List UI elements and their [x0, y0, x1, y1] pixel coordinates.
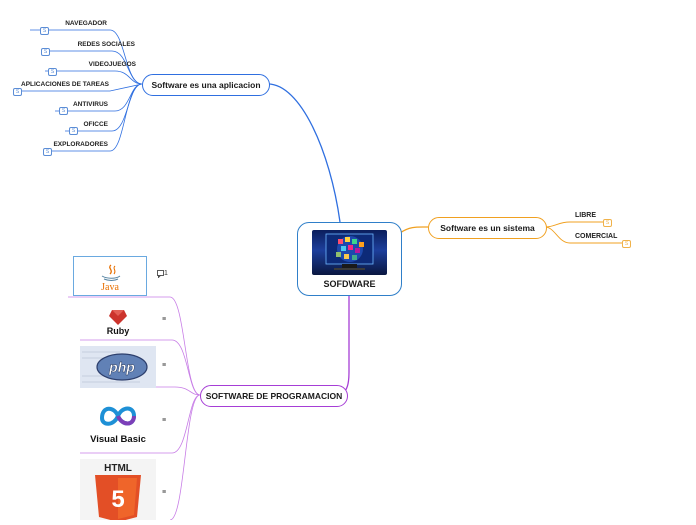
topic-sistema[interactable]: Software es un sistema — [428, 217, 547, 239]
leaf-videojuegos[interactable]: VIDEOJUEGOS — [89, 61, 136, 68]
leaf-label: LIBRE — [575, 212, 596, 219]
java-logo-box[interactable]: Java — [73, 256, 147, 296]
visual-basic-logo: Visual Basic — [90, 406, 146, 445]
badge-navegador[interactable]: S — [40, 27, 49, 35]
topic-programacion-label: SOFTWARE DE PROGRAMACION — [205, 391, 343, 401]
badge-antivirus[interactable]: S — [59, 107, 68, 115]
aplicacion-branches — [22, 29, 143, 152]
leaf-antivirus[interactable]: ANTIVIRUS — [73, 101, 108, 108]
leaf-label: OFICCE — [83, 121, 108, 128]
central-image — [312, 230, 387, 275]
ruby-logo-text: Ruby — [107, 326, 130, 336]
ruby-logo-box[interactable]: Ruby — [94, 308, 142, 336]
monitor-apps-illustration — [325, 233, 374, 270]
visual-basic-logo-text: Visual Basic — [90, 434, 146, 445]
leaf-label: APLICACIONES DE TAREAS — [21, 81, 109, 88]
topic-sistema-label: Software es un sistema — [440, 223, 535, 233]
badge-videojuegos[interactable]: S — [48, 68, 57, 76]
leaf-redes-sociales[interactable]: REDES SOCIALES — [78, 41, 135, 48]
notes-icon[interactable]: ≡ — [162, 489, 167, 496]
topic-aplicacion[interactable]: Software es una aplicacion — [142, 74, 270, 96]
badge-exploradores[interactable]: S — [43, 148, 52, 156]
comment-icon[interactable] — [157, 270, 165, 280]
html5-logo-number: 5 — [111, 486, 124, 513]
topic-programacion[interactable]: SOFTWARE DE PROGRAMACION — [200, 385, 348, 407]
php-logo-box[interactable]: php — [80, 346, 156, 388]
leaf-libre[interactable]: LIBRE — [575, 212, 596, 219]
leaf-comercial[interactable]: COMERCIAL — [575, 233, 617, 240]
link-central-sistema — [399, 226, 429, 234]
badge-libre[interactable]: S — [603, 219, 612, 227]
notes-icon[interactable]: ≡ — [162, 362, 167, 369]
leaf-label: EXPLORADORES — [53, 141, 108, 148]
topic-aplicacion-label: Software es una aplicacion — [151, 80, 261, 90]
central-topic[interactable]: SOFDWARE — [297, 222, 402, 296]
ruby-logo: Ruby — [107, 310, 130, 336]
leaf-label: ANTIVIRUS — [72, 101, 108, 108]
leaf-label: COMERCIAL — [575, 233, 618, 240]
html5-logo: HTML 5 — [95, 463, 141, 522]
leaf-oficce[interactable]: OFICCE — [83, 121, 108, 128]
notes-icon[interactable]: ≡ — [162, 316, 167, 323]
comment-count: 1 — [164, 270, 168, 277]
badge-redes-sociales[interactable]: S — [41, 48, 50, 56]
notes-icon[interactable]: ≡ — [162, 417, 167, 424]
java-logo: Java — [101, 264, 121, 293]
leaf-label: VIDEOJUEGOS — [88, 61, 136, 68]
badge-oficce[interactable]: S — [69, 127, 78, 135]
leaf-navegador[interactable]: NAVEGADOR — [65, 20, 107, 27]
central-label: SOFDWARE — [323, 279, 376, 289]
visual-basic-logo-box[interactable]: Visual Basic — [84, 400, 152, 448]
link-central-aplicacion — [267, 83, 341, 223]
php-logo-text: php — [108, 359, 135, 375]
leaf-label: REDES SOCIALES — [77, 41, 135, 48]
php-logo: php — [80, 346, 156, 388]
leaf-label: NAVEGADOR — [65, 20, 107, 27]
link-central-programacion — [332, 294, 350, 396]
badge-aplicaciones-de-tareas[interactable]: S — [13, 88, 22, 96]
sistema-branches — [544, 221, 625, 244]
html5-logo-box[interactable]: HTML 5 — [80, 459, 156, 522]
leaf-aplicaciones-de-tareas[interactable]: APLICACIONES DE TAREAS — [21, 81, 109, 88]
badge-comercial[interactable]: S — [622, 240, 631, 248]
java-logo-text: Java — [101, 282, 119, 293]
leaf-exploradores[interactable]: EXPLORADORES — [53, 141, 108, 148]
html5-logo-text: HTML — [104, 463, 132, 474]
